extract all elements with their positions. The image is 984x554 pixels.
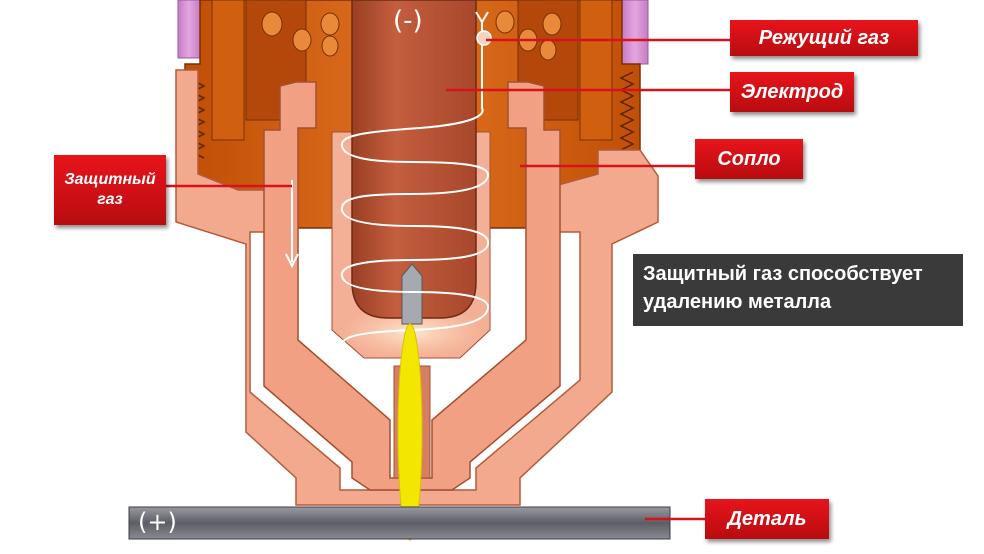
info-note: Защитный газ способствует удалению метал… (633, 254, 963, 326)
insulator-left (177, 0, 201, 59)
nozzle-label: Сопло (695, 139, 803, 179)
gas-swirl (340, 20, 490, 347)
nozzle (263, 81, 561, 491)
plasma-arc (397, 323, 423, 541)
hafnium-insert (401, 263, 423, 325)
insulator-right (621, 0, 649, 65)
electrode-label: Электрод (730, 72, 854, 112)
electrode-polarity: (-) (393, 6, 423, 36)
workpiece (128, 506, 671, 540)
workpiece-polarity: (+) (138, 508, 177, 536)
workpiece-label: Деталь (705, 499, 829, 539)
cutting-gas-label: Режущий газ (730, 20, 918, 56)
shielding-gas-arrow (285, 180, 299, 269)
leader-lines (164, 38, 732, 521)
gas-ports (261, 10, 562, 61)
shielding-gas-label-line2: газ (97, 191, 123, 208)
shielding-gas-label-line1: Защитный (64, 171, 156, 188)
electrode (351, 0, 477, 319)
shielding-gas-label: Защитный газ (54, 155, 166, 225)
